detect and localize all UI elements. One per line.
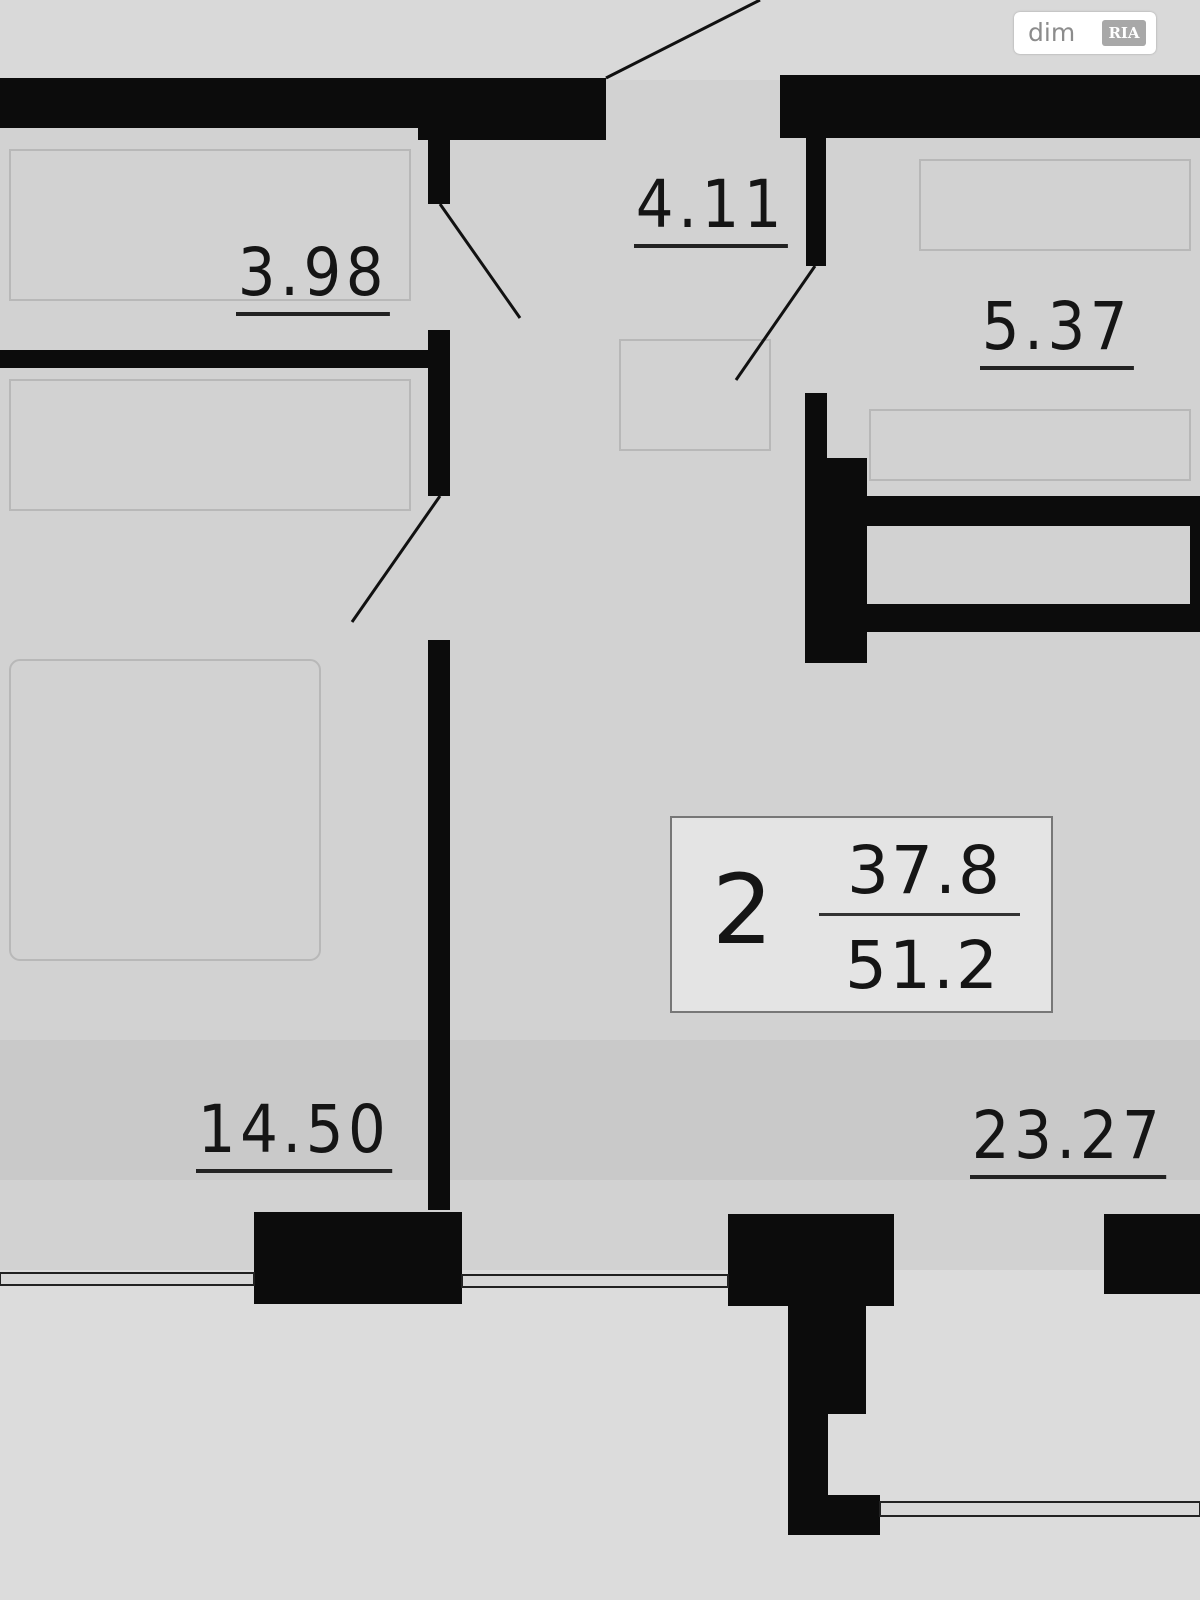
door-wc bbox=[734, 265, 817, 381]
wall-partition-bedroom bbox=[428, 640, 450, 1210]
hall-furniture-outline bbox=[619, 339, 771, 451]
room-area-wc: 5.37 bbox=[980, 294, 1134, 370]
bed-outline bbox=[9, 659, 321, 961]
wall-top-right bbox=[780, 75, 1200, 138]
apartment-total-area: 51.2 bbox=[845, 927, 1000, 1004]
wall-balcony-divider bbox=[788, 1300, 866, 1414]
wall-bath-bottom bbox=[0, 350, 436, 368]
logo-ria-mark: RIA bbox=[1102, 20, 1146, 46]
apartment-living-area: 37.8 bbox=[847, 832, 1002, 909]
furniture-outlines bbox=[9, 149, 1191, 961]
wall-stub-right bbox=[806, 138, 826, 266]
door-entrance bbox=[605, 0, 761, 80]
bathtub-outline bbox=[9, 149, 411, 301]
fixture-outline bbox=[869, 409, 1191, 481]
wall-wc-inner-lower bbox=[866, 604, 1200, 632]
wall-column-right bbox=[728, 1214, 894, 1306]
door-swings bbox=[350, 0, 817, 623]
room-area-living-kitchen: 23.27 bbox=[970, 1103, 1167, 1179]
wall-column-far-right bbox=[1104, 1214, 1200, 1294]
window-bedroom bbox=[0, 1272, 255, 1286]
apartment-summary: 2 37.8 51.2 bbox=[670, 816, 1053, 1013]
balcony-area bbox=[0, 1270, 1200, 1600]
door-bath bbox=[438, 203, 522, 319]
windows bbox=[0, 1272, 1200, 1517]
room-area-hallway: 4.11 bbox=[634, 172, 788, 248]
window-balcony bbox=[879, 1501, 1200, 1517]
sink-outline bbox=[919, 159, 1191, 251]
apartment-fraction-bar bbox=[819, 913, 1020, 916]
wardrobe-outline bbox=[9, 379, 411, 511]
window-living bbox=[461, 1274, 729, 1288]
wall-balcony-base bbox=[788, 1495, 880, 1535]
wall-wc-inner-upper bbox=[866, 496, 1200, 526]
wall-top-left-thick bbox=[418, 78, 606, 140]
room-area-bathroom: 3.98 bbox=[236, 240, 390, 316]
wall-stub-upper bbox=[428, 138, 450, 204]
wall-wc-edge bbox=[1190, 520, 1200, 610]
dim-ria-logo: dim RIA bbox=[1014, 12, 1156, 54]
room-area-bedroom: 14.50 bbox=[196, 1097, 393, 1173]
floor-shade-band bbox=[0, 1040, 1200, 1180]
apartment-room-count: 2 bbox=[712, 854, 774, 966]
wall-stub-middle bbox=[428, 330, 450, 496]
wall-column-left bbox=[254, 1212, 462, 1304]
door-bedroom bbox=[350, 495, 442, 623]
wall-wc-corner bbox=[805, 458, 867, 663]
logo-brand-text: dim bbox=[1028, 18, 1076, 47]
walls bbox=[0, 75, 1200, 1535]
outside-top-area bbox=[0, 0, 1200, 80]
